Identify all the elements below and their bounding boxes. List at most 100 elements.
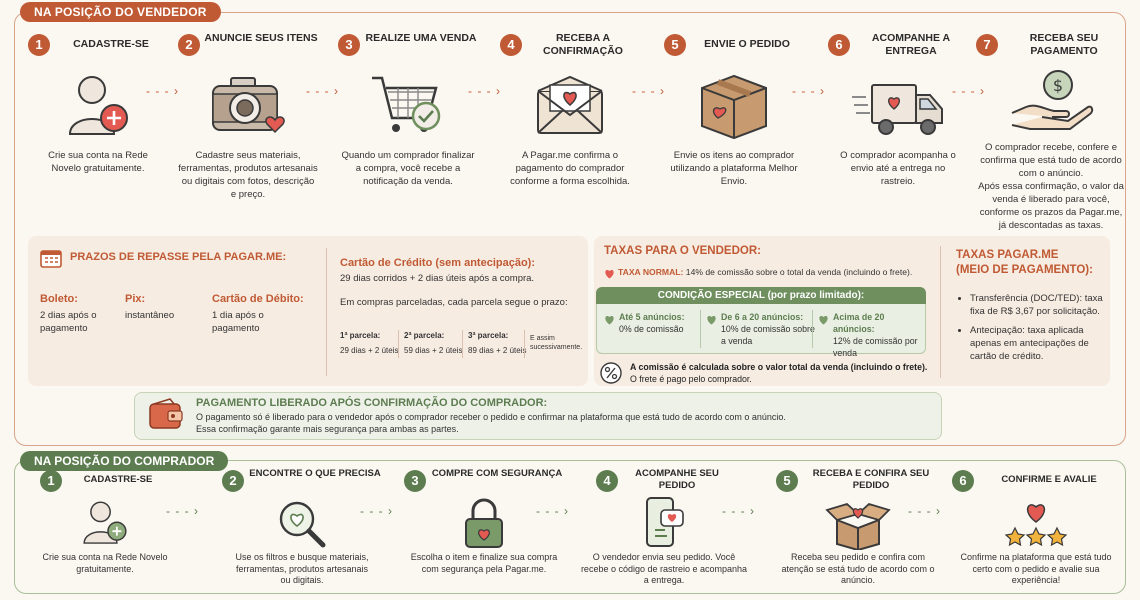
arrow-icon: - - - › [360, 504, 393, 518]
cond-tier-title: De 6 a 20 anúncios: [721, 312, 804, 322]
arrow-icon: - - - › [792, 84, 825, 98]
step-description: Cadastre seus materiais, ferramentas, pr… [178, 150, 318, 200]
divider [940, 246, 941, 378]
divider [326, 248, 327, 376]
pix-label: Pix: [125, 293, 146, 305]
step-description: O vendedor envia seu pedido. Você recebe… [580, 552, 748, 585]
buyer-section-tag: NA POSIÇÃO DO COMPRADOR [20, 451, 229, 471]
step-number: 4 [500, 34, 522, 56]
step-title: ENVIE O PEDIDO [704, 38, 790, 50]
lock-heart-icon [404, 496, 564, 550]
step-title: ACOMPANHE A ENTREGA [871, 32, 951, 57]
step-number: 7 [976, 34, 998, 56]
user-add-icon [28, 66, 168, 146]
phone-tracking-icon [578, 496, 750, 550]
seller-section [14, 12, 1126, 446]
step-title: CADASTRE-SE [73, 38, 149, 50]
user-add-icon [40, 496, 170, 550]
parcelas-list: 1ª parcela:29 dias + 2 úteis 2ª parcela:… [340, 330, 583, 358]
search-heart-icon [222, 496, 382, 550]
truck-icon [828, 66, 968, 146]
step-number: 5 [664, 34, 686, 56]
step-description: Confirme na plataforma que está tudo cer… [960, 552, 1112, 585]
pix-text: instantâneo [125, 310, 175, 321]
arrow-icon: - - - › [468, 84, 501, 98]
step-title: ENCONTRE O QUE PRECISA [249, 468, 381, 479]
pagarme-item: Antecipação: taxa aplicada apenas em ant… [970, 324, 1106, 363]
cond-tier-title: Acima de 20 anúncios: [833, 312, 885, 334]
arrow-icon: - - - › [146, 84, 179, 98]
assim-text: E assim sucessivamente. [530, 335, 583, 351]
arrow-icon: - - - › [632, 84, 665, 98]
step-description: Quando um comprador finalizar a compra, … [341, 150, 475, 187]
step-number: 2 [222, 470, 244, 492]
box-icon [664, 66, 804, 146]
camera-icon [178, 66, 318, 146]
buyer-section [14, 460, 1126, 594]
step-title: COMPRE COM SEGURANÇA [431, 468, 563, 479]
parcelas-intro: Em compras parceladas, cada parcela segu… [340, 297, 568, 308]
wallet-icon [148, 398, 184, 437]
pagamento-liberado-panel [134, 392, 942, 440]
step-number: 1 [28, 34, 50, 56]
step-title: RECEBA SEU PAGAMENTO [1029, 32, 1099, 57]
arrow-icon: - - - › [166, 504, 199, 518]
svg-text:$: $ [1053, 76, 1063, 95]
heart-icon [604, 312, 615, 330]
step-title: ACOMPANHE SEU PEDIDO [635, 468, 719, 491]
cond-tier-text: 10% de comissão sobre a venda [721, 324, 815, 346]
taxas-note-2: O frete é pago pelo comprador. [630, 374, 752, 384]
calendar-icon [40, 248, 62, 273]
parcela-item: 1ª parcela:29 dias + 2 úteis [340, 331, 399, 355]
step-title: CONFIRME E AVALIE [1001, 474, 1097, 485]
parcela-item: 3ª parcela:89 dias + 2 úteis [468, 331, 527, 355]
pagarme-list: Transferência (DOC/TED): taxa fixa de R$… [956, 292, 1106, 363]
step-description: O comprador recebe, confere e confirma q… [980, 142, 1122, 179]
step-description: Escolha o item e finalize sua compra com… [410, 552, 558, 574]
step-description: O comprador acompanha o envio até a entr… [840, 150, 956, 187]
arrow-icon: - - - › [908, 504, 941, 518]
step-description: Crie sua conta na Rede Novelo gratuitame… [42, 552, 168, 574]
taxas-note: A comissão é calculada sobre o valor tot… [630, 362, 928, 372]
step-title: RECEBA A CONFIRMAÇÃO [543, 32, 623, 57]
envelope-heart-icon [500, 66, 640, 146]
heart-icon [818, 312, 829, 330]
debito-text: 1 dia após o pagamento [212, 310, 264, 334]
debito-label: Cartão de Débito: [212, 293, 304, 305]
seller-step-7: 7 RECEBA SEU PAGAMENTO $ O comprador rece… [976, 32, 1126, 232]
step-number: 5 [776, 470, 798, 492]
buyer-step-2: 2 ENCONTRE O QUE PRECISA Use os filtros e… [222, 468, 382, 587]
step-description: Envie os itens ao comprador utilizando a… [670, 150, 798, 187]
arrow-icon: - - - › [952, 84, 985, 98]
arrow-icon: - - - › [722, 504, 755, 518]
step-title: RECEBA E CONFIRA SEU PEDIDO [812, 468, 930, 491]
seller-step-5: 5 ENVIE O PEDIDO Envie os itens ao compra… [664, 32, 804, 188]
arrow-icon: - - - › [306, 84, 339, 98]
pagarme-subtitle: (MEIO DE PAGAMENTO): [956, 264, 1093, 276]
step-number: 1 [40, 470, 62, 492]
credito-label: Cartão de Crédito (sem antecipação): [340, 257, 535, 269]
seller-section-tag: NA POSIÇÃO DO VENDEDOR [20, 2, 221, 22]
cond-tier-text: 12% de comissão por venda [833, 336, 918, 358]
taxas-title: TAXAS PARA O VENDEDOR: [604, 245, 761, 257]
pagarme-title: TAXAS PAGAR.ME [956, 249, 1059, 261]
step-description: Use os filtros e busque materiais, ferra… [235, 552, 369, 585]
credito-text: 29 dias corridos + 2 dias úteis após a c… [340, 273, 535, 284]
boleto-text: 2 dias após o pagamento [40, 310, 97, 334]
buyer-step-4: 4 ACOMPANHE SEU PEDIDO O vendedor envia s… [578, 468, 750, 587]
taxa-normal-label: TAXA NORMAL: [618, 267, 684, 277]
arrow-icon: - - - › [536, 504, 569, 518]
prazos-panel [28, 236, 588, 386]
cond-tier-title: Até 5 anúncios: [619, 312, 685, 322]
step-number: 4 [596, 470, 618, 492]
prazos-title: PRAZOS DE REPASSE PELA PAGAR.ME: [70, 251, 287, 263]
cart-check-icon [338, 66, 478, 146]
liberado-title: PAGAMENTO LIBERADO APÓS CONFIRMAÇÃO DO C… [196, 397, 548, 409]
percent-icon [600, 362, 622, 389]
